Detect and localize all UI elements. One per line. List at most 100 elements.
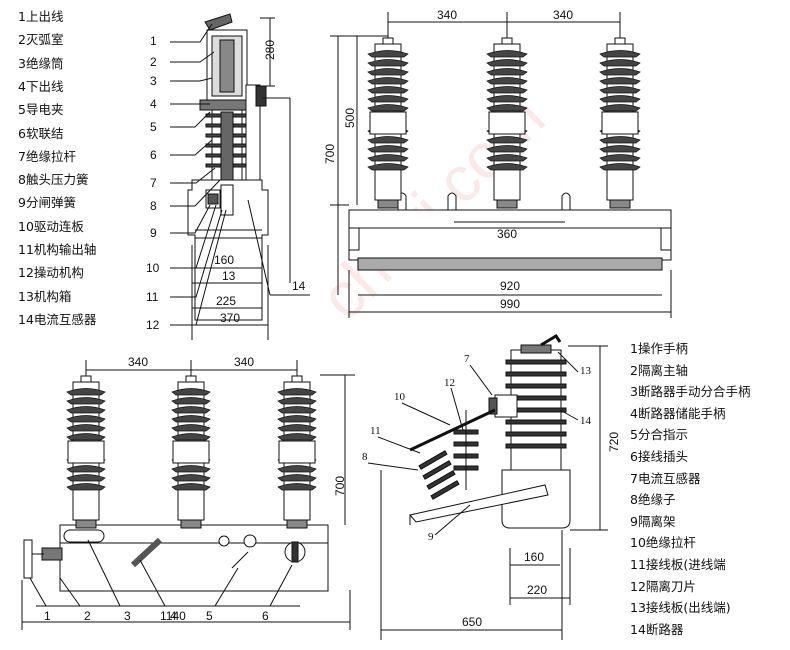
bottom-dim-340-left: 340 [128, 355, 148, 369]
side-callout-7: 7 [150, 176, 157, 190]
insulator-part [66, 474, 106, 482]
legend-item: 1上出线 [18, 9, 64, 24]
insulator-part [599, 104, 641, 112]
iso-dim-650: 650 [462, 615, 482, 629]
legend-item: 3绝缘筒 [18, 55, 64, 71]
top-dim-360: 360 [497, 227, 517, 241]
insulator-part [486, 136, 528, 144]
legend-item: 11机构输出轴 [18, 242, 97, 257]
side-callout-10: 10 [146, 261, 160, 275]
insulator-part [66, 388, 106, 396]
insulator-part [367, 77, 409, 85]
insulator-part [277, 474, 317, 482]
iso-dim-220: 220 [527, 583, 547, 597]
side-callout-8: 8 [150, 199, 157, 213]
insulator-part [599, 95, 641, 103]
bottom-dim-340-right: 340 [234, 355, 254, 369]
legend-item: 13机构箱 [18, 288, 72, 304]
front-view-top-diagram [330, 12, 672, 318]
insulator-part [277, 465, 317, 473]
side-callout-14: 14 [292, 279, 306, 293]
legend-item: 6软联结 [18, 125, 64, 141]
insulator-part [599, 163, 641, 171]
insulator-part [367, 95, 409, 103]
legend-item: 12隔离刀片 [630, 578, 696, 594]
insulator-part [171, 483, 211, 491]
insulator-part [277, 424, 317, 432]
side-view-diagram [170, 13, 310, 340]
iso-dim-720: 720 [607, 432, 621, 452]
insulator-part [66, 483, 106, 491]
insulator-part [66, 406, 106, 414]
legend-item: 2隔离主轴 [630, 362, 688, 378]
side-dim-13: 13 [222, 269, 236, 283]
insulator-part [171, 474, 211, 482]
side-dim-160: 160 [214, 253, 234, 267]
insulator-part [367, 104, 409, 112]
insulator-part [277, 397, 317, 405]
bottom-callout-4: 4 [170, 609, 177, 623]
insulator-part [66, 424, 106, 432]
legend-item: 4下出线 [18, 78, 64, 94]
insulator-part [367, 145, 409, 153]
insulator-part [171, 406, 211, 414]
insulator-part [180, 519, 202, 529]
legend-item: 1操作手柄 [630, 341, 688, 356]
iso-callout-14: 14 [580, 415, 592, 427]
iso-dim-160: 160 [524, 550, 544, 564]
insulator-part [67, 440, 105, 464]
side-callout-9: 9 [150, 226, 157, 240]
bottom-callout-1: 1 [44, 609, 51, 623]
bottom-dim-700: 700 [333, 476, 347, 496]
legend-item: 6接线插头 [630, 449, 688, 464]
insulator-part [486, 104, 528, 112]
insulator-part [286, 519, 308, 529]
legend-item: 13接线板(出线端) [630, 600, 731, 616]
side-callout-6: 6 [150, 148, 157, 162]
insulator-part [66, 415, 106, 423]
insulator-part [66, 397, 106, 405]
insulator-part [277, 483, 317, 491]
insulator-part [277, 415, 317, 423]
legend-item: 9隔离架 [630, 513, 676, 529]
insulator-part [367, 50, 409, 58]
isolator-side-diagram [367, 333, 608, 640]
insulator-part [367, 86, 409, 94]
insulator-group-bottom [66, 375, 317, 529]
legend-item: 5分合指示 [630, 427, 688, 443]
insulator-part [599, 77, 641, 85]
iso-callout-9: 9 [428, 531, 434, 543]
iso-callout-7: 7 [464, 353, 470, 365]
front-view-bottom-diagram [21, 360, 355, 630]
insulator-part [277, 433, 317, 441]
insulator-part [66, 465, 106, 473]
legend-item: 10绝缘拉杆 [630, 535, 696, 551]
bottom-dim-1140: 1140 [160, 609, 186, 623]
side-dim-280: 280 [263, 40, 277, 60]
insulator-part [599, 145, 641, 153]
insulator-part [369, 111, 407, 135]
insulator-part [171, 397, 211, 405]
side-dim-370: 370 [220, 311, 240, 325]
top-dim-340-right: 340 [553, 8, 573, 22]
insulator-part [486, 163, 528, 171]
legend-item: 14断路器 [630, 621, 684, 637]
insulator-part [171, 424, 211, 432]
top-dim-340-left: 340 [437, 8, 457, 22]
insulator-part [291, 375, 303, 383]
side-callout-4: 4 [150, 97, 157, 111]
insulator-part [171, 388, 211, 396]
insulator-part [278, 440, 316, 464]
insulator-part [599, 68, 641, 76]
side-callout-5: 5 [150, 120, 157, 134]
legend-item: 7绝缘拉杆 [18, 148, 76, 164]
insulator-part [599, 50, 641, 58]
legend-item: 4断路器储能手柄 [630, 405, 726, 421]
iso-callout-10: 10 [394, 391, 406, 403]
insulator-part [609, 199, 631, 209]
insulator-part [171, 415, 211, 423]
legend-item: 3断路器手动分合手柄 [630, 384, 751, 400]
insulator-part [496, 199, 518, 209]
insulator-part [486, 59, 528, 67]
insulator-part [601, 111, 639, 135]
